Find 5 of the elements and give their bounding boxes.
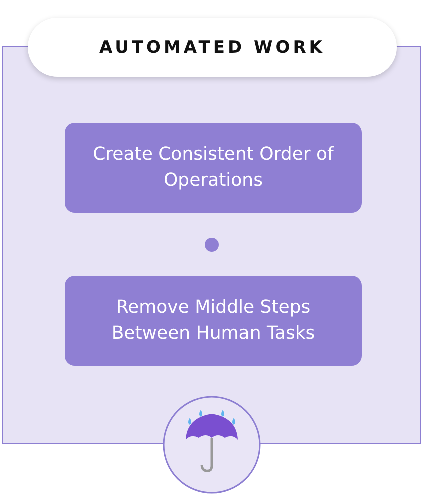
step-box bbox=[65, 123, 362, 213]
heading-pill: AUTOMATED WORK bbox=[28, 18, 397, 77]
step-text: Remove Middle Steps Between Human Tasks bbox=[110, 296, 316, 346]
step-text: Create Consistent Order of Operations bbox=[92, 142, 336, 193]
step-box bbox=[65, 276, 362, 366]
